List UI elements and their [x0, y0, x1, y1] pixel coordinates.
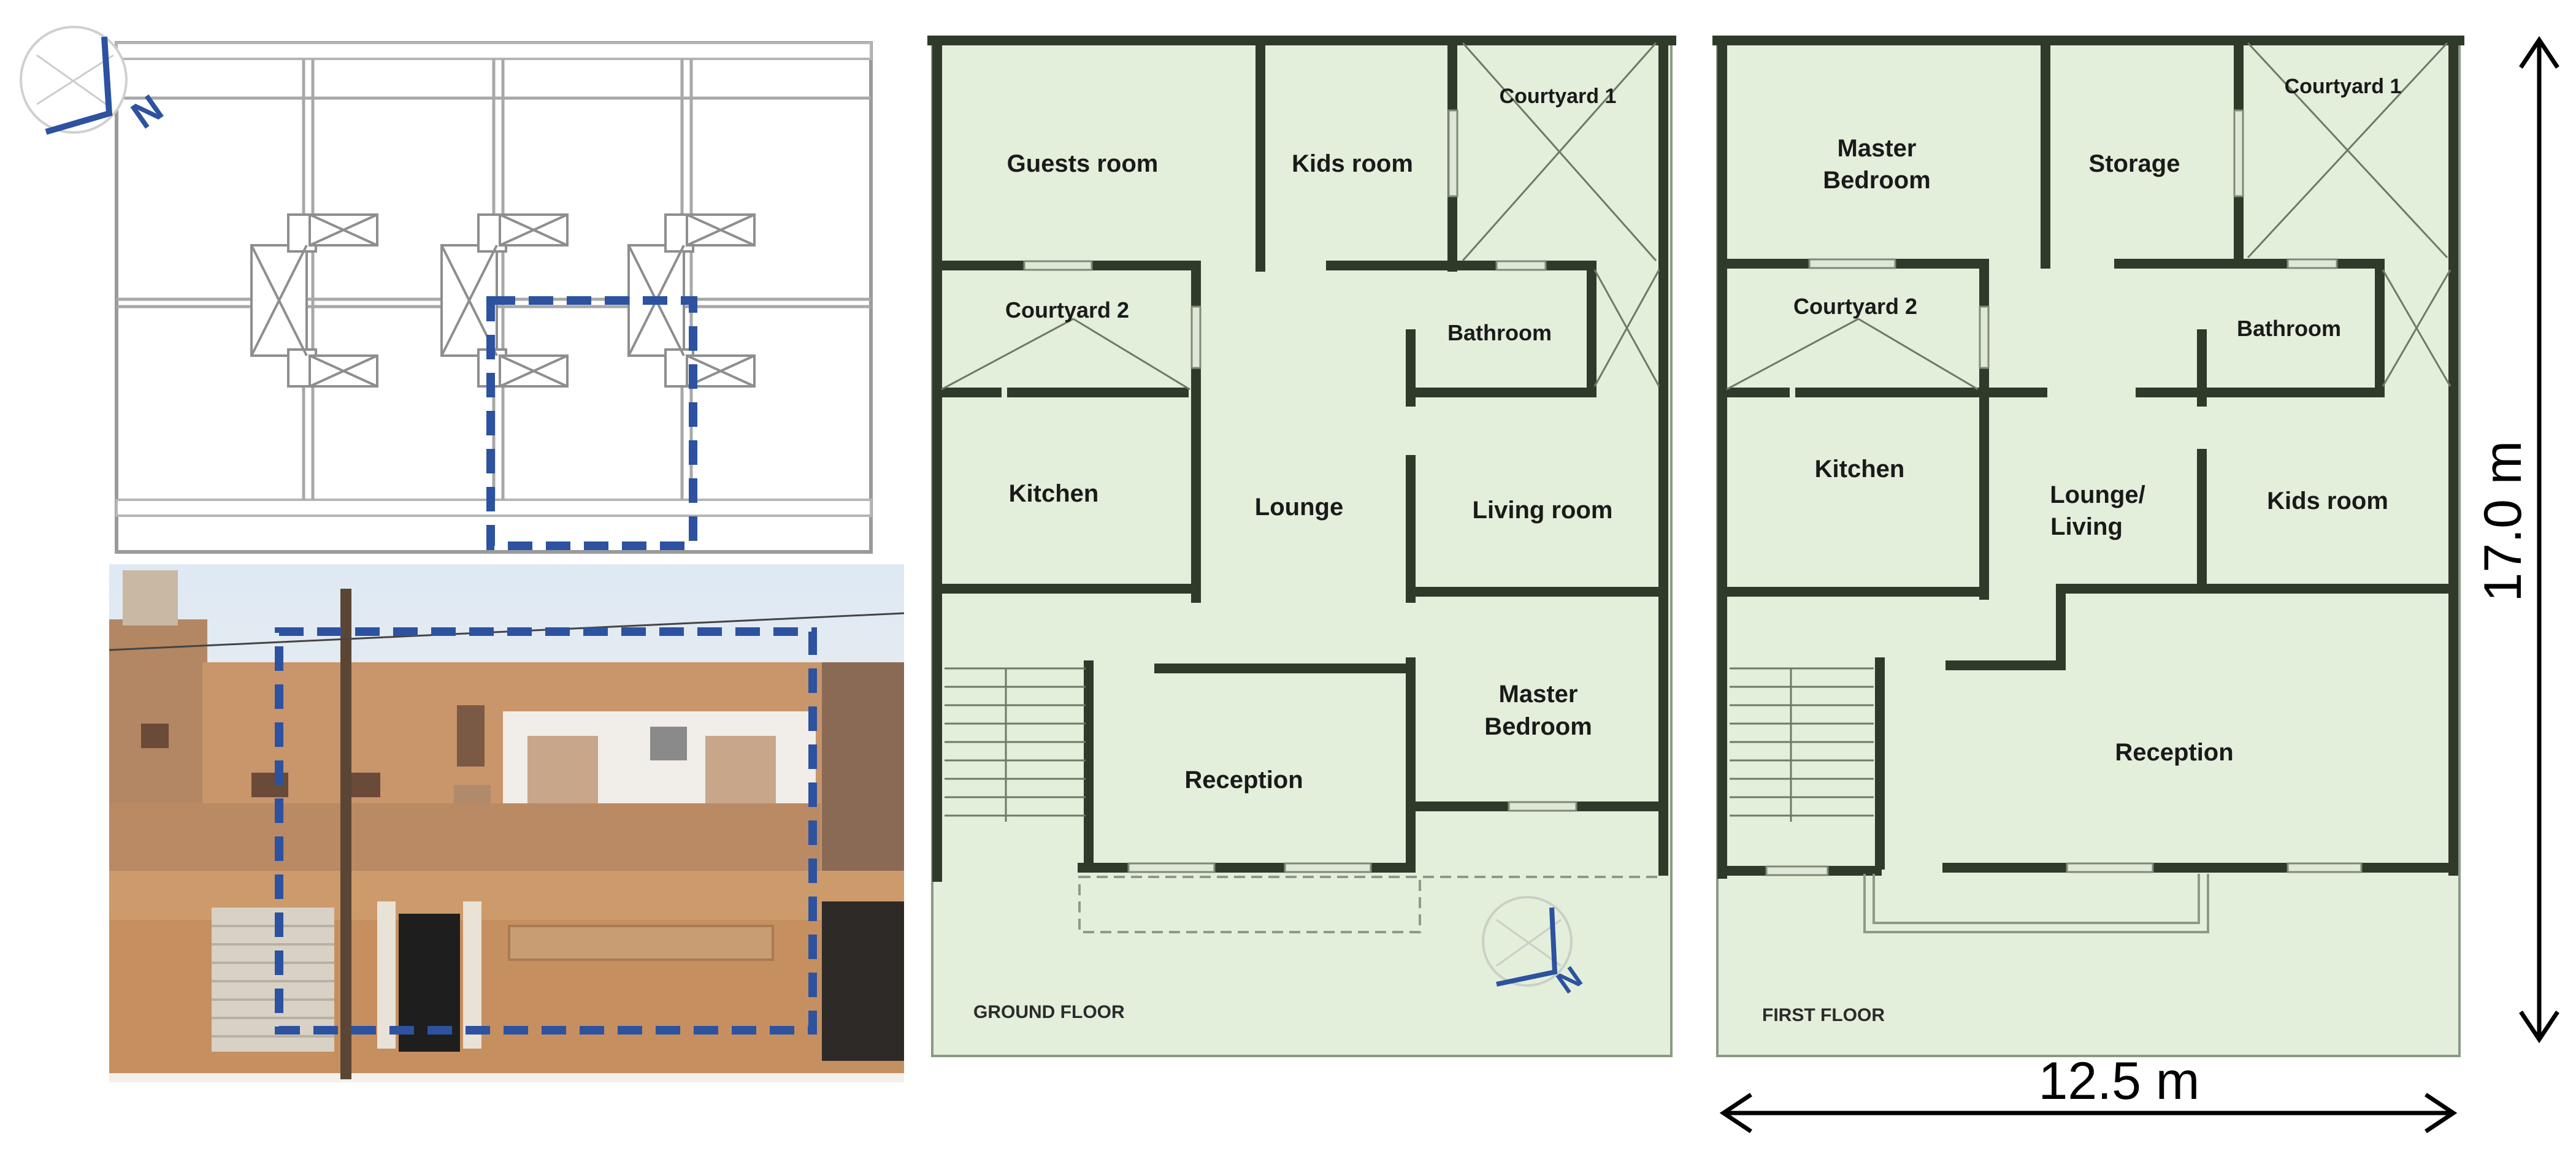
ff-reception: Reception	[2115, 739, 2233, 766]
ground-floor-plan: N Guests room Kids room Courtyard 1 Cour…	[927, 36, 1676, 1057]
gf-reception: Reception	[1184, 767, 1303, 794]
ff-kids-room: Kids room	[2267, 488, 2388, 514]
gf-living-room: Living room	[1473, 497, 1613, 524]
first-floor-plan: Master Bedroom Storage Courtyard 1 Court…	[1712, 36, 2464, 1057]
ground-floor-title: GROUND FLOOR	[973, 1002, 1125, 1022]
gf-guests-room: Guests room	[1007, 150, 1159, 177]
gf-master-line1: Master	[1499, 681, 1578, 708]
height-label: 17.0 m	[2474, 441, 2532, 602]
courtyard-cluster-2	[440, 213, 569, 388]
gf-master-line2: Bedroom	[1484, 713, 1592, 740]
first-floor-title: FIRST FLOOR	[1762, 1005, 1885, 1025]
gf-bathroom: Bathroom	[1447, 320, 1552, 345]
courtyard-cluster-1	[250, 213, 378, 388]
ground-floor-north-icon: N	[1482, 896, 1588, 1000]
site-plan: N	[20, 26, 873, 554]
width-dimension: 12.5 m	[1719, 1052, 2458, 1133]
ff-bathroom: Bathroom	[2237, 316, 2341, 341]
ff-master-line2: Bedroom	[1823, 167, 1931, 194]
ff-kitchen: Kitchen	[1815, 456, 1905, 483]
ff-lounge-line1: Lounge/	[2050, 481, 2145, 508]
selected-plot-highlight	[486, 296, 697, 550]
facade-highlight	[275, 627, 817, 1035]
ff-courtyard-2: Courtyard 2	[1793, 294, 1917, 319]
ff-lounge-line2: Living	[2050, 513, 2123, 540]
gf-courtyard-1: Courtyard 1	[1500, 85, 1617, 108]
height-dimension: 17.0 m	[2474, 36, 2559, 1044]
ff-storage: Storage	[2089, 150, 2180, 177]
gf-kitchen: Kitchen	[1009, 480, 1099, 507]
ff-courtyard-1: Courtyard 1	[2285, 75, 2402, 98]
width-label: 12.5 m	[2039, 1052, 2200, 1111]
gf-kids-room: Kids room	[1292, 150, 1413, 177]
gf-courtyard-2: Courtyard 2	[1005, 297, 1129, 323]
facade-photo	[109, 564, 905, 1082]
ff-master-line1: Master	[1838, 135, 1917, 162]
gf-lounge: Lounge	[1255, 494, 1343, 521]
